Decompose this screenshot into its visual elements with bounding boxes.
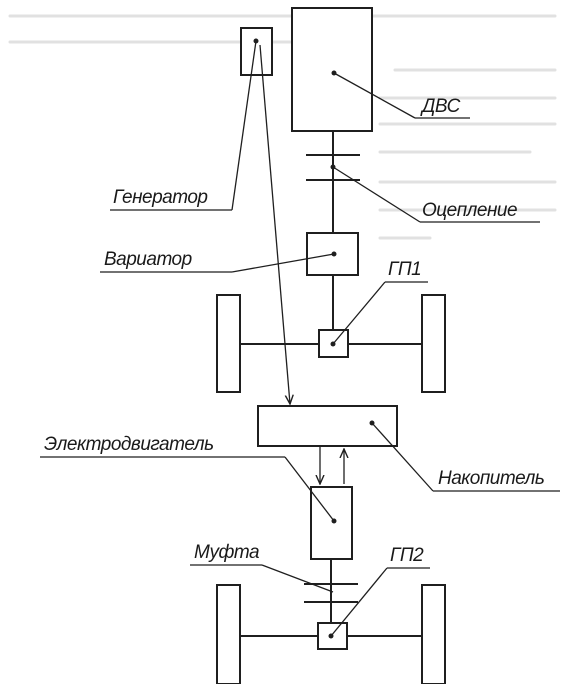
variator-leader-line (231, 253, 335, 273)
generator-to-storage-arrow (259, 44, 290, 404)
generator-label: Генератор (113, 187, 207, 208)
generator-block (240, 27, 273, 76)
electric-motor-label: Электродвигатель (44, 434, 214, 455)
electric-motor-leader-line (284, 456, 335, 522)
gp1-label: ГП1 (388, 259, 421, 280)
storage-block (257, 405, 398, 447)
gp2-leader-line (330, 567, 388, 637)
variator-label: Вариатор (104, 249, 192, 270)
gp2-label: ГП2 (390, 545, 424, 566)
coupling-label: Муфта (194, 542, 259, 563)
storage-leader-line (371, 422, 434, 492)
coupling-leader-line (261, 564, 334, 593)
front-left-wheel (216, 294, 241, 393)
rear-left-wheel (216, 584, 241, 684)
generator-leader-line (231, 40, 257, 211)
engine-block (291, 7, 373, 132)
rear-right-wheel (421, 584, 446, 684)
storage-label: Накопитель (438, 468, 544, 489)
electric-motor-block (310, 486, 353, 560)
clutch-leader-line (332, 166, 421, 223)
engine-leader-line (333, 72, 416, 119)
clutch-label: Оцепление (422, 200, 517, 221)
background-text-bleed (8, 14, 557, 240)
engine-label: ДВС (420, 96, 461, 117)
gp1-leader-line (332, 281, 386, 345)
front-right-wheel (421, 294, 446, 393)
